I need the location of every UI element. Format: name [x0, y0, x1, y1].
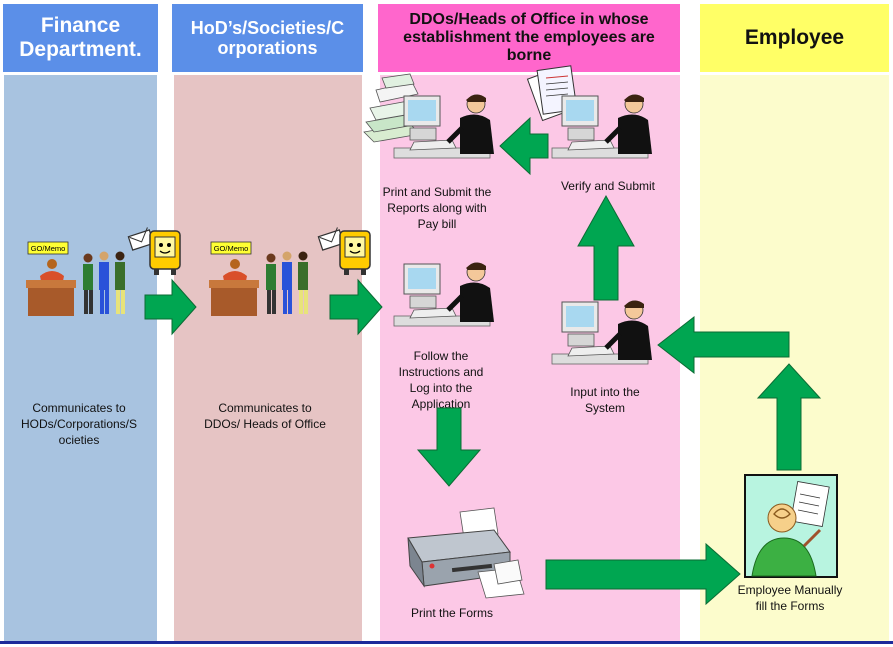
ddo-header-text: DDOs/Heads of Office in whose establishm… [403, 11, 655, 64]
verify-submit-caption: Verify and Submit [560, 179, 656, 193]
input-caption: Input into the System [570, 385, 640, 415]
worker-input-icon [551, 300, 652, 365]
finance-header: Finance Department. [3, 4, 158, 72]
employee-header-text: Employee [744, 26, 845, 50]
hod-lane [174, 75, 362, 643]
print-forms-caption: Print the Forms [410, 606, 494, 620]
finance-lane [4, 75, 157, 643]
go-memo-label-1: GO/Memo [31, 244, 66, 253]
finance-header-text: Finance Department. [19, 14, 142, 61]
worker-print-submit-icon [393, 94, 494, 159]
hod-header: HoD’s/Societies/C orporations [172, 4, 363, 72]
printer-icon [407, 507, 525, 599]
office-scene-finance: GO/Memo [26, 241, 125, 316]
arrow-finance-to-hod [144, 278, 197, 336]
employee-fill-caption: Employee Manually fill the Forms [737, 583, 843, 613]
finance-caption: Communicates to HODs/Corporations/S ocie… [20, 401, 138, 447]
hod-caption: Communicates to DDOs/ Heads of Office [204, 401, 326, 431]
memo-mascot-icon-1 [127, 227, 181, 275]
arrow-verify-to-print [499, 116, 549, 176]
arrow-hod-to-ddo [329, 278, 383, 336]
arrow-printer-to-employee [545, 542, 741, 606]
employee-filling-form-icon [744, 474, 838, 578]
arrow-employee-up [756, 363, 822, 471]
ddo-header: DDOs/Heads of Office in whose establishm… [378, 4, 680, 72]
go-memo-label-2: GO/Memo [214, 244, 249, 253]
hod-header-text: HoD’s/Societies/C orporations [190, 17, 345, 58]
employee-header: Employee [700, 4, 889, 72]
print-submit-caption: Print and Submit the Reports along with … [382, 185, 492, 231]
office-scene-hod: GO/Memo [209, 241, 308, 316]
worker-follow-instructions-icon [393, 262, 494, 327]
memo-mascot-icon-2 [317, 227, 371, 275]
arrow-input-to-verify [577, 194, 635, 301]
bottom-rule [0, 641, 893, 644]
arrow-to-input [657, 315, 790, 375]
arrow-follow-to-printer [416, 407, 482, 487]
worker-verify-submit-icon [551, 94, 652, 159]
follow-caption: Follow the Instructions and Log into the… [398, 349, 484, 411]
